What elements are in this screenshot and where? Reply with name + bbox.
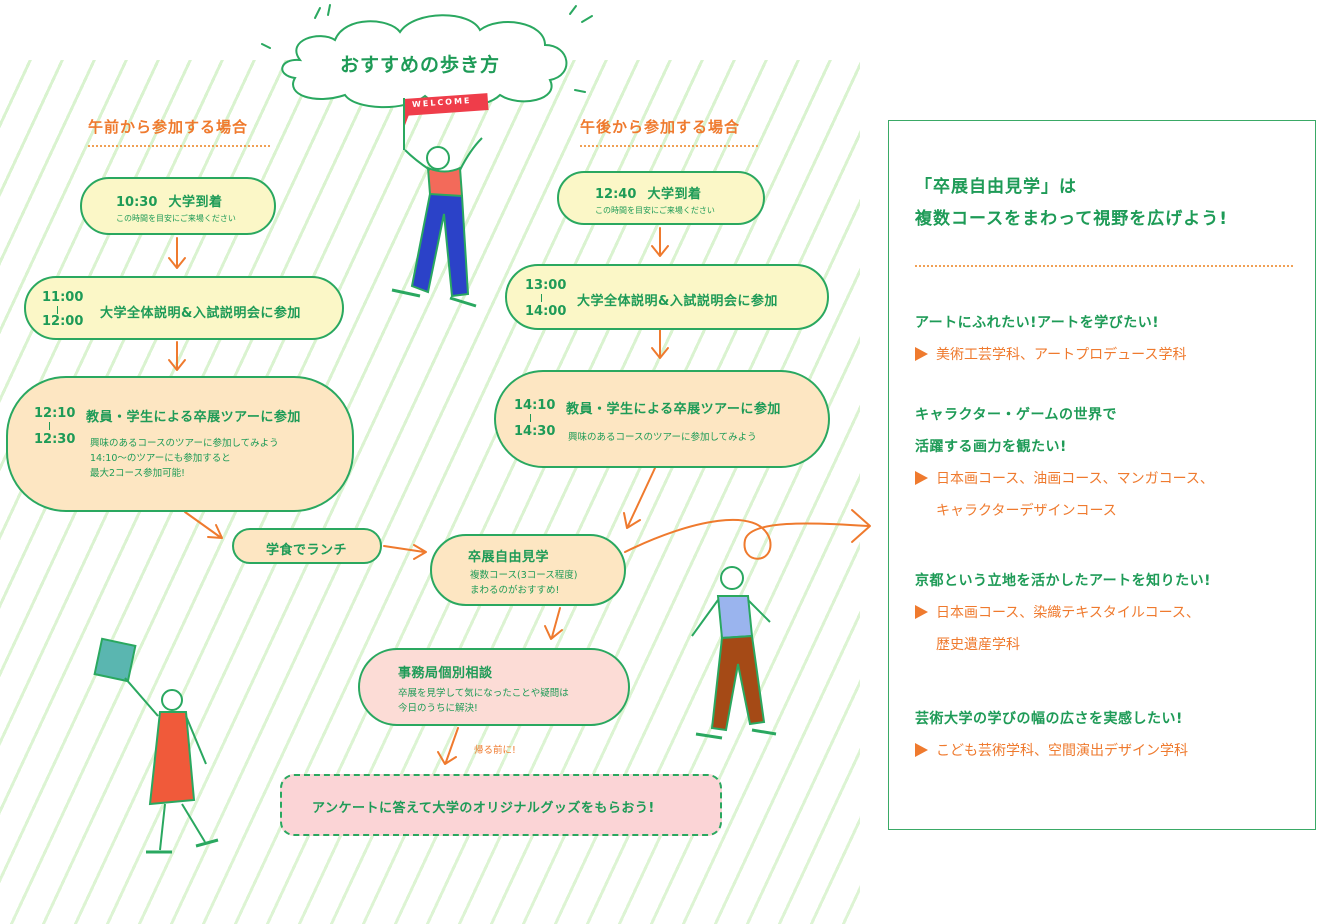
step-title: 教員・学生による卒展ツアーに参加 <box>566 402 781 417</box>
panel-item: アートにふれたい!アートを学びたい! 美術工芸学科、アートプロデュース学科 <box>915 315 1187 363</box>
morning-step-briefing: 11:00 12:00 大学全体説明&入試説明会に参加 <box>24 276 344 340</box>
triangle-bullet-icon <box>915 471 928 485</box>
triangle-bullet-icon <box>915 743 928 757</box>
title-cloud <box>281 14 568 109</box>
step-time-end: 14:00 <box>525 304 567 319</box>
free-visit-note: 複数コース(3コース程度) まわるのがおすすめ! <box>470 570 578 596</box>
step-title: 大学到着 <box>168 195 223 210</box>
free-visit-title: 卒展自由見学 <box>468 550 550 565</box>
panel-item: 芸術大学の学びの幅の広さを実感したい! こども芸術学科、空間演出デザイン学科 <box>915 711 1188 759</box>
survey-text: アンケートに答えて大学のオリジナルグッズをもらおう! <box>312 801 655 816</box>
step-time-end: 12:30 <box>34 432 76 447</box>
lunch-label: 学食でランチ <box>266 543 348 558</box>
afternoon-step-briefing: 13:00 14:00 大学全体説明&入試説明会に参加 <box>505 264 829 330</box>
waving-person-illustration <box>391 137 483 308</box>
walking-person-illustration <box>691 566 777 740</box>
morning-step-arrival: 10:30 大学到着 この時間を目安にご来場ください <box>80 177 276 235</box>
person-with-card-illustration <box>93 637 219 854</box>
free-visit-step: 卒展自由見学 複数コース(3コース程度) まわるのがおすすめ! <box>430 534 626 606</box>
panel-divider <box>915 265 1293 267</box>
step-time-start: 12:10 <box>34 406 76 421</box>
survey-banner: アンケートに答えて大学のオリジナルグッズをもらおう! <box>280 774 722 836</box>
step-time-start: 11:00 <box>42 290 84 305</box>
step-title: 大学到着 <box>647 187 702 202</box>
morning-step-tour: 12:10 12:30 教員・学生による卒展ツアーに参加 興味のあるコースのツア… <box>6 376 354 512</box>
step-note: この時間を目安にご来場ください <box>116 214 236 223</box>
triangle-bullet-icon <box>915 605 928 619</box>
panel-item: キャラクター・ゲームの世界で 活躍する画力を観たい! 日本画コース、油画コース、… <box>915 407 1214 519</box>
afternoon-step-tour: 14:10 14:30 教員・学生による卒展ツアーに参加 興味のあるコースのツア… <box>494 370 830 468</box>
afternoon-heading: 午後から参加する場合 <box>580 118 741 136</box>
page-title: おすすめの歩き方 <box>340 54 501 76</box>
morning-heading-underline <box>88 145 270 147</box>
step-note: この時間を目安にご来場ください <box>595 206 715 215</box>
triangle-bullet-icon <box>915 347 928 361</box>
afternoon-step-arrival: 12:40 大学到着 この時間を目安にご来場ください <box>557 171 765 225</box>
step-time-end: 14:30 <box>514 424 556 439</box>
panel-item: 京都という立地を活かしたアートを知りたい! 日本画コース、染織テキスタイルコース… <box>915 573 1212 653</box>
before-leave-label: 帰る前に! <box>474 745 516 756</box>
step-time: 12:40 <box>595 187 637 202</box>
morning-heading: 午前から参加する場合 <box>88 118 249 136</box>
step-title: 教員・学生による卒展ツアーに参加 <box>86 410 301 425</box>
step-time-end: 12:00 <box>42 314 84 329</box>
step-time-start: 14:10 <box>514 398 556 413</box>
step-note: 興味のあるコースのツアーに参加してみよう <box>568 432 757 443</box>
lunch-step: 学食でランチ <box>232 528 382 564</box>
course-guide-panel: 「卒展自由見学」は 複数コースをまわって視野を広げよう! アートにふれたい!アー… <box>888 120 1316 830</box>
consult-note: 卒展を見学して気になったことや疑問は 今日のうちに解決! <box>398 688 569 714</box>
consult-step: 事務局個別相談 卒展を見学して気になったことや疑問は 今日のうちに解決! <box>358 648 630 726</box>
consult-title: 事務局個別相談 <box>398 666 493 681</box>
panel-title: 「卒展自由見学」は 複数コースをまわって視野を広げよう! <box>915 177 1229 229</box>
afternoon-heading-underline <box>580 145 758 147</box>
step-time-start: 13:00 <box>525 278 567 293</box>
step-title: 大学全体説明&入試説明会に参加 <box>577 294 778 309</box>
step-title: 大学全体説明&入試説明会に参加 <box>100 306 301 321</box>
step-note: 興味のあるコースのツアーに参加してみよう 14:10〜のツアーにも参加すると 最… <box>90 438 279 479</box>
step-time: 10:30 <box>116 195 158 210</box>
